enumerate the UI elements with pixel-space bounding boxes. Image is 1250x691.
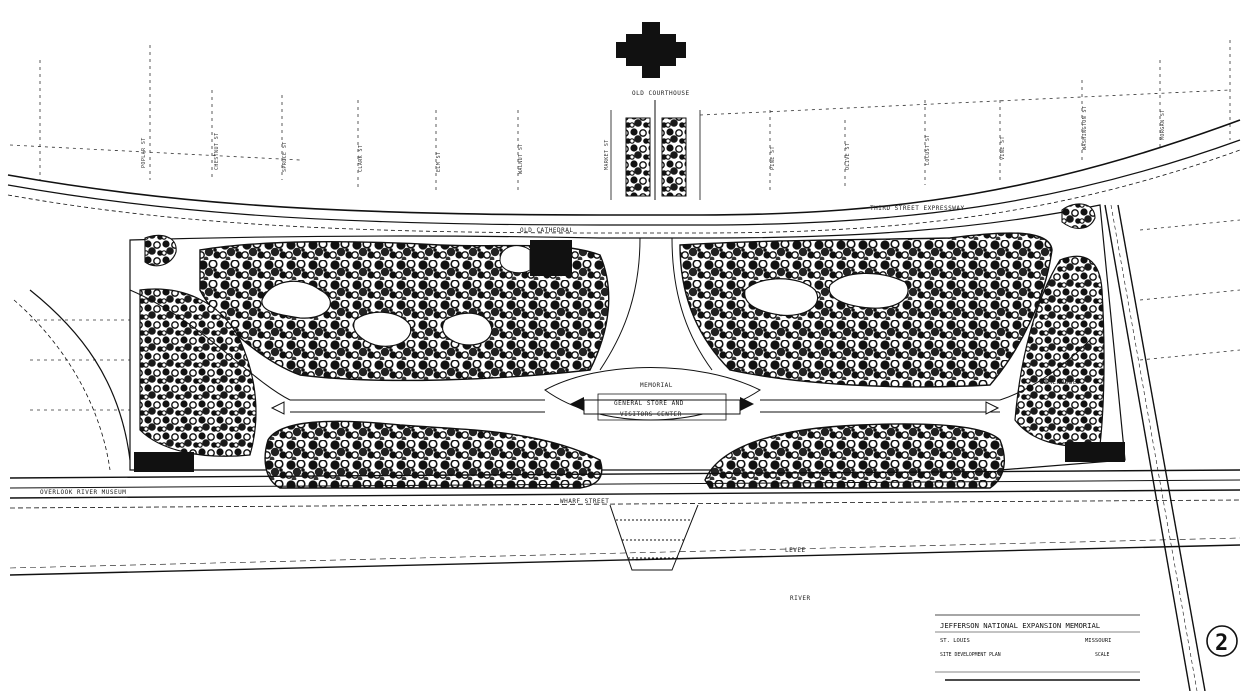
- warehouse-label: WAREHOUSE: [1040, 379, 1077, 386]
- left-ramp: [29, 289, 131, 461]
- street-label: ELM ST: [436, 152, 442, 172]
- title-block: JEFFERSON NATIONAL EXPANSION MEMORIAL ST…: [935, 614, 1140, 681]
- visitor-center-line1: GENERAL STORE AND: [614, 400, 684, 407]
- title-block-scale: SCALE: [1095, 652, 1110, 658]
- title-block-state: MISSOURI: [1085, 638, 1112, 644]
- levee-edge: [9, 544, 1241, 576]
- woodland-lower-left: [264, 420, 603, 489]
- street-label: MARKET ST: [604, 139, 610, 170]
- woodland-lower-right: [704, 423, 1006, 489]
- cathedral-label: OLD CATHEDRAL: [520, 227, 573, 234]
- wharf-label: WHARF STREET: [560, 498, 609, 505]
- street-label: SPRUCE ST: [282, 141, 288, 172]
- street-label: POPLAR ST: [141, 137, 147, 168]
- west-marker: [270, 401, 285, 415]
- street-label: VINE ST: [1000, 136, 1006, 160]
- eads-bridge: [1104, 204, 1206, 691]
- sheet-number: 2: [1215, 631, 1228, 656]
- left-ramp-dashed: [13, 299, 111, 471]
- courthouse-label: OLD COURTHOUSE: [632, 90, 690, 97]
- title-block-sheet-title: SITE DEVELOPMENT PLAN: [940, 652, 1001, 658]
- park-boundary: [129, 204, 1126, 471]
- street-label: WASHINGTON ST: [1082, 106, 1088, 150]
- street-label: CHESTNUT ST: [214, 132, 220, 170]
- overpass-label: OVERLOOK RIVER MUSEUM: [40, 489, 126, 496]
- woodland-small-top-right: [1061, 203, 1096, 229]
- street-label: MORGAN ST: [1160, 109, 1166, 140]
- southwest-block: [134, 452, 194, 472]
- expressway-label: THIRD STREET EXPRESSWAY: [870, 205, 965, 212]
- title-block-title: JEFFERSON NATIONAL EXPANSION MEMORIAL: [940, 621, 1100, 630]
- levee-label: LEVEE: [785, 547, 806, 554]
- woodland-right: [679, 232, 1053, 388]
- woodland-far-left: [139, 288, 257, 457]
- title-block-city: ST. LOUIS: [940, 638, 970, 644]
- wharf-street: OVERLOOK RIVER MUSEUM WHARF STREET: [9, 469, 1241, 509]
- street-label: OLIVE ST: [845, 143, 851, 170]
- street-label: CLARK ST: [358, 145, 364, 172]
- visitor-center-line2: VISITORS CENTER: [620, 411, 682, 418]
- expressway: THIRD STREET EXPRESSWAY: [7, 119, 1241, 234]
- southeast-block: [1065, 442, 1125, 462]
- old-cathedral: OLD CATHEDRAL: [499, 227, 573, 276]
- east-marker: [985, 401, 1000, 415]
- sheet-number-badge: 2: [1206, 625, 1238, 657]
- woodland-left: [199, 241, 610, 382]
- river-label: RIVER: [790, 595, 811, 602]
- old-courthouse: OLD COURTHOUSE: [616, 22, 690, 97]
- memorial-label: MEMORIAL: [640, 382, 673, 389]
- courthouse-mall: [610, 100, 701, 200]
- woodland-small-top-left: [144, 234, 177, 267]
- street-label: WALNUT ST: [518, 143, 524, 174]
- street-label: PINE ST: [770, 146, 776, 170]
- levee-inner: [9, 537, 1241, 569]
- central-plaza: [129, 237, 1091, 421]
- visitor-center: MEMORIAL GENERAL STORE AND VISITORS CENT…: [570, 382, 754, 421]
- street-grid: [9, 40, 1241, 411]
- grand-staircase: [609, 504, 699, 571]
- street-label: LOCUST ST: [925, 134, 931, 165]
- street-labels: POPLAR ST CHESTNUT ST SPRUCE ST CLARK ST…: [141, 106, 1166, 174]
